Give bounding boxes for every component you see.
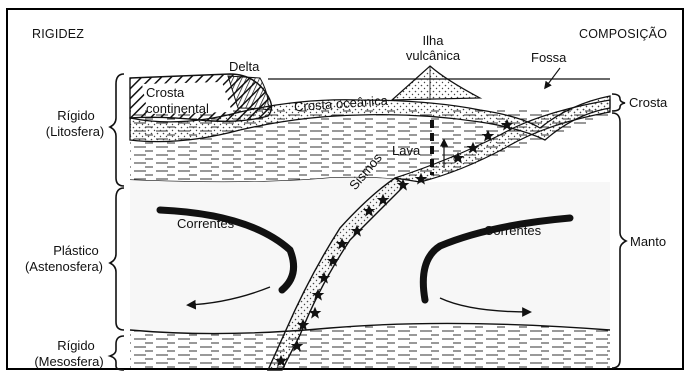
label-plastico: Plástico — [46, 243, 106, 258]
volcanic-island — [392, 66, 480, 100]
label-astenosfera: (Astenosfera) — [14, 259, 114, 274]
label-ilha: Ilha — [405, 33, 461, 48]
label-rigido-litosfera: Rígido — [46, 108, 106, 123]
label-lava: Lava — [392, 143, 420, 158]
label-mesosfera: (Mesosfera) — [22, 354, 116, 369]
header-composicao: COMPOSIÇÃO — [579, 27, 667, 42]
label-delta: Delta — [229, 59, 259, 74]
label-correntes-right: Correntes — [484, 223, 541, 238]
label-correntes-left: Correntes — [177, 216, 234, 231]
brace-crosta — [612, 94, 625, 111]
label-crosta-continental-2: continental — [146, 101, 209, 116]
label-manto: Manto — [630, 234, 666, 249]
label-rigido-mesosfera: Rígido — [46, 338, 106, 353]
header-rigidez: RIGIDEZ — [32, 27, 84, 42]
label-litosfera: (Litosfera) — [30, 124, 120, 139]
brace-manto — [612, 113, 626, 368]
label-crosta-continental-1: Crosta — [146, 85, 184, 100]
label-vulcanica: vulcânica — [395, 48, 471, 63]
label-crosta: Crosta — [629, 95, 667, 110]
label-fossa: Fossa — [531, 50, 566, 65]
